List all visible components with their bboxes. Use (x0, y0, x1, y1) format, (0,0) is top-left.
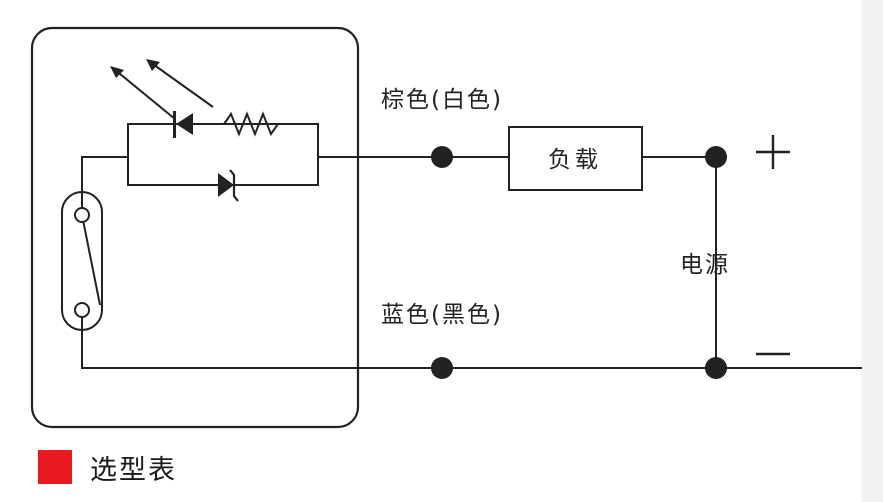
section-label: 选型表 (90, 454, 177, 486)
junction-negative (705, 357, 727, 379)
reed-switch-contact (81, 214, 101, 306)
junction-positive (705, 146, 727, 168)
zener-cathode (229, 169, 239, 202)
branch-top (127, 123, 319, 186)
resistor (223, 111, 279, 137)
zener-triangle (218, 173, 234, 197)
junction-brown (431, 146, 453, 168)
load-label: 负载 (548, 147, 602, 173)
led-arrow-head-1 (110, 66, 124, 78)
power-label: 电源 (680, 252, 730, 278)
led-arrow-head-2 (146, 59, 160, 71)
led-triangle (176, 113, 193, 135)
junction-blue (431, 357, 453, 379)
wire-switch-top (81, 156, 128, 215)
right-edge-strip (861, 0, 883, 502)
blue-wire-label: 蓝色(黑色) (381, 302, 503, 328)
sensor-enclosure (30, 26, 360, 429)
reed-contact-top (74, 207, 90, 223)
led-cathode (173, 111, 176, 138)
wire-switch-bottom (81, 310, 862, 369)
led-arrow-1 (113, 68, 176, 120)
reed-contact-bottom (74, 302, 90, 318)
accent-square (38, 450, 72, 484)
section-header: 选型表 (38, 450, 177, 486)
wiring-diagram: 棕色(白色) 蓝色(黑色) 负载 电源 (30, 26, 862, 429)
brown-wire-label: 棕色(白色) (381, 87, 503, 113)
load-box (508, 126, 643, 191)
led-arrow-2 (149, 61, 214, 108)
